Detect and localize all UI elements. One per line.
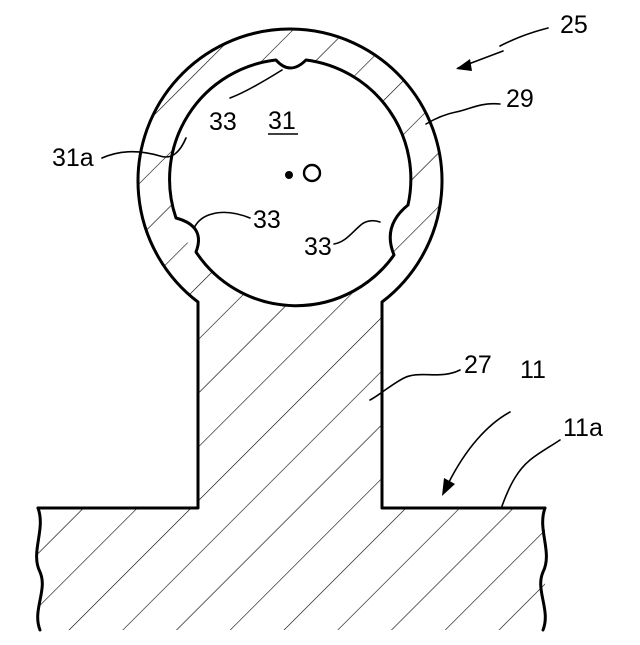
arrowhead-11 [442,478,455,496]
label-27: 27 [464,351,492,379]
arrowhead-25 [456,59,472,71]
leader-11a [502,440,560,506]
leader-25 [500,28,548,46]
label-33-top: 33 [209,108,237,136]
center-dot [285,171,293,179]
label-11a: 11a [563,414,603,442]
label-25: 25 [560,11,588,39]
leader-29 [426,104,500,124]
label-33-left: 33 [253,206,281,234]
label-29: 29 [506,85,534,113]
label-11: 11 [520,356,546,384]
label-33-right: 33 [304,233,332,261]
arrow-11 [448,412,510,484]
label-31a: 31a [52,144,94,172]
label-31: 31 [268,107,296,135]
